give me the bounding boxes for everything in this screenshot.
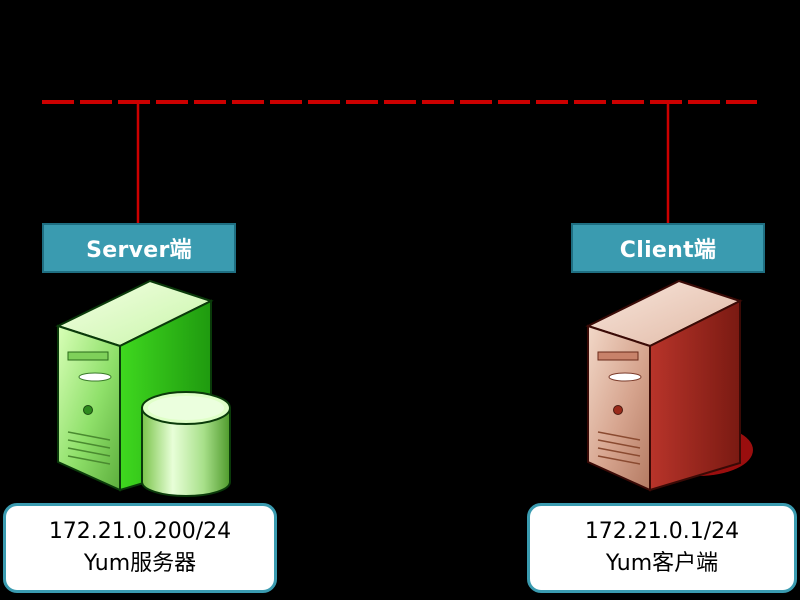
client-tower-icon bbox=[585, 279, 753, 492]
client-info-box: 172.21.0.1/24 Yum客户端 bbox=[527, 503, 797, 593]
client-ip: 172.21.0.1/24 bbox=[584, 519, 740, 544]
server-service: Yum服务器 bbox=[83, 551, 197, 576]
server-role-label: Server端 bbox=[42, 223, 236, 273]
client-service: Yum客户端 bbox=[605, 551, 719, 576]
client-role-label: Client端 bbox=[571, 223, 765, 273]
server-role-text: Server端 bbox=[86, 238, 192, 263]
database-icon bbox=[141, 391, 231, 497]
client-role-text: Client端 bbox=[619, 238, 717, 263]
server-info-box: 172.21.0.200/24 Yum服务器 bbox=[3, 503, 277, 593]
server-ip: 172.21.0.200/24 bbox=[48, 519, 232, 544]
